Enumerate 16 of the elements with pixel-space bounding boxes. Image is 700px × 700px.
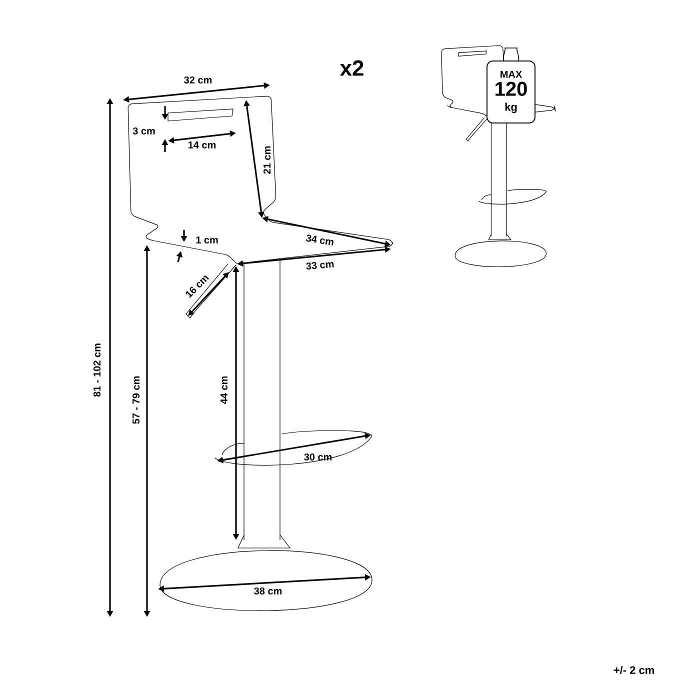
dimension-label: 57 - 79 cm (132, 376, 140, 424)
dimension-label: 34 cm (306, 234, 334, 246)
tolerance-note: +/- 2 cm (614, 666, 654, 674)
dimension-label: 38 cm (254, 587, 282, 595)
dimension-label: 1 cm (196, 236, 218, 244)
dimension-label: 21 cm (263, 146, 271, 174)
dimension-label: 32 cm (184, 76, 212, 84)
dimension-label: 16 cm (186, 276, 210, 298)
weight-badge: MAX 120 kg (486, 48, 536, 124)
dimension-label: 81 - 102 cm (93, 344, 101, 397)
dimension-label: 14 cm (188, 142, 216, 148)
quantity-label: x2 (340, 60, 364, 76)
dimension-label: 33 cm (306, 262, 334, 270)
dimension-label: 44 cm (220, 376, 228, 404)
dimension-label: 30 cm (304, 453, 332, 461)
dimension-label: 3 cm (132, 127, 155, 135)
